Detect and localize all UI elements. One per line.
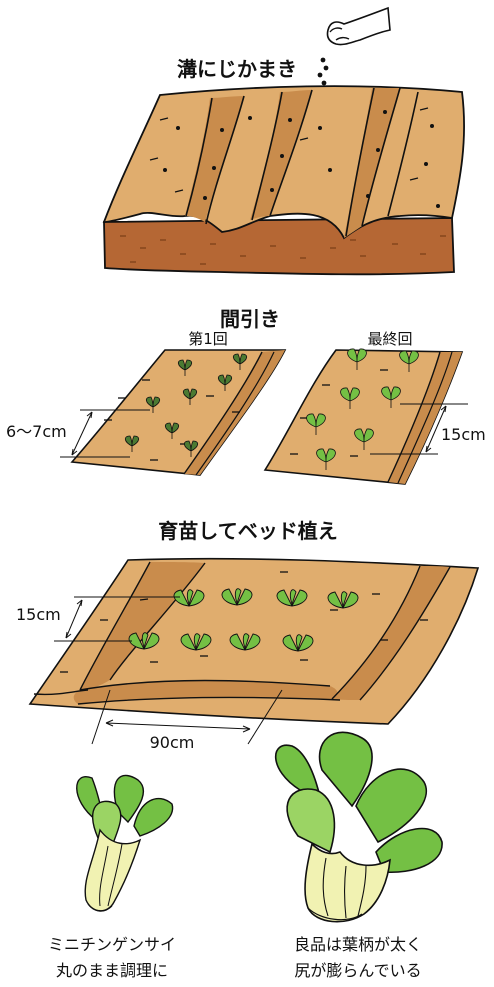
first-thinning-seedlings (124, 353, 248, 457)
bed-field: 15cm 90cm (16, 557, 480, 752)
thinning-section: 間引き 第1回 最終回 (6, 307, 486, 485)
transplant-section: 育苗してベッド植え (16, 519, 480, 752)
good-bokchoy-illustration (274, 731, 443, 923)
final-thinning-seedlings (306, 348, 419, 470)
bed-width-label: 90cm (150, 733, 195, 752)
bed-width-dimension (91, 689, 283, 745)
sowing-section: 溝にじかまき (102, 6, 465, 276)
transplant-title: 育苗してベッド植え (158, 519, 337, 543)
final-spacing-dimension (370, 403, 468, 455)
first-spacing-dimension (60, 409, 150, 458)
good-caption-line1: 良品は葉柄が太く (294, 935, 422, 954)
mini-bokchoy-illustration (76, 774, 174, 912)
final-spacing-label: 15cm (441, 425, 486, 444)
good-caption-line2: 尻が膨らんでいる (294, 961, 421, 980)
captions: ミニチンゲンサイ 丸のまま調理に 良品は葉柄が太く 尻が膨らんでいる (48, 935, 422, 980)
thinning-title: 間引き (220, 307, 280, 331)
final-thinning-plot: 15cm (263, 348, 486, 485)
bed-seedlings (128, 588, 359, 652)
sowing-title: 溝にじかまき (177, 57, 297, 81)
first-thinning-label: 第1回 (188, 330, 228, 348)
seed-dots (317, 57, 329, 86)
row-spacing-dimension (54, 596, 180, 642)
sowing-field (102, 85, 465, 276)
mini-caption-line1: ミニチンゲンサイ (48, 935, 176, 954)
final-thinning-label: 最終回 (367, 330, 412, 348)
first-spacing-label: 6〜7cm (6, 422, 67, 441)
row-spacing-label: 15cm (16, 605, 61, 624)
hand-icon (326, 6, 391, 46)
mini-caption-line2: 丸のまま調理に (56, 961, 168, 980)
first-thinning-plot: 6〜7cm (6, 349, 287, 476)
